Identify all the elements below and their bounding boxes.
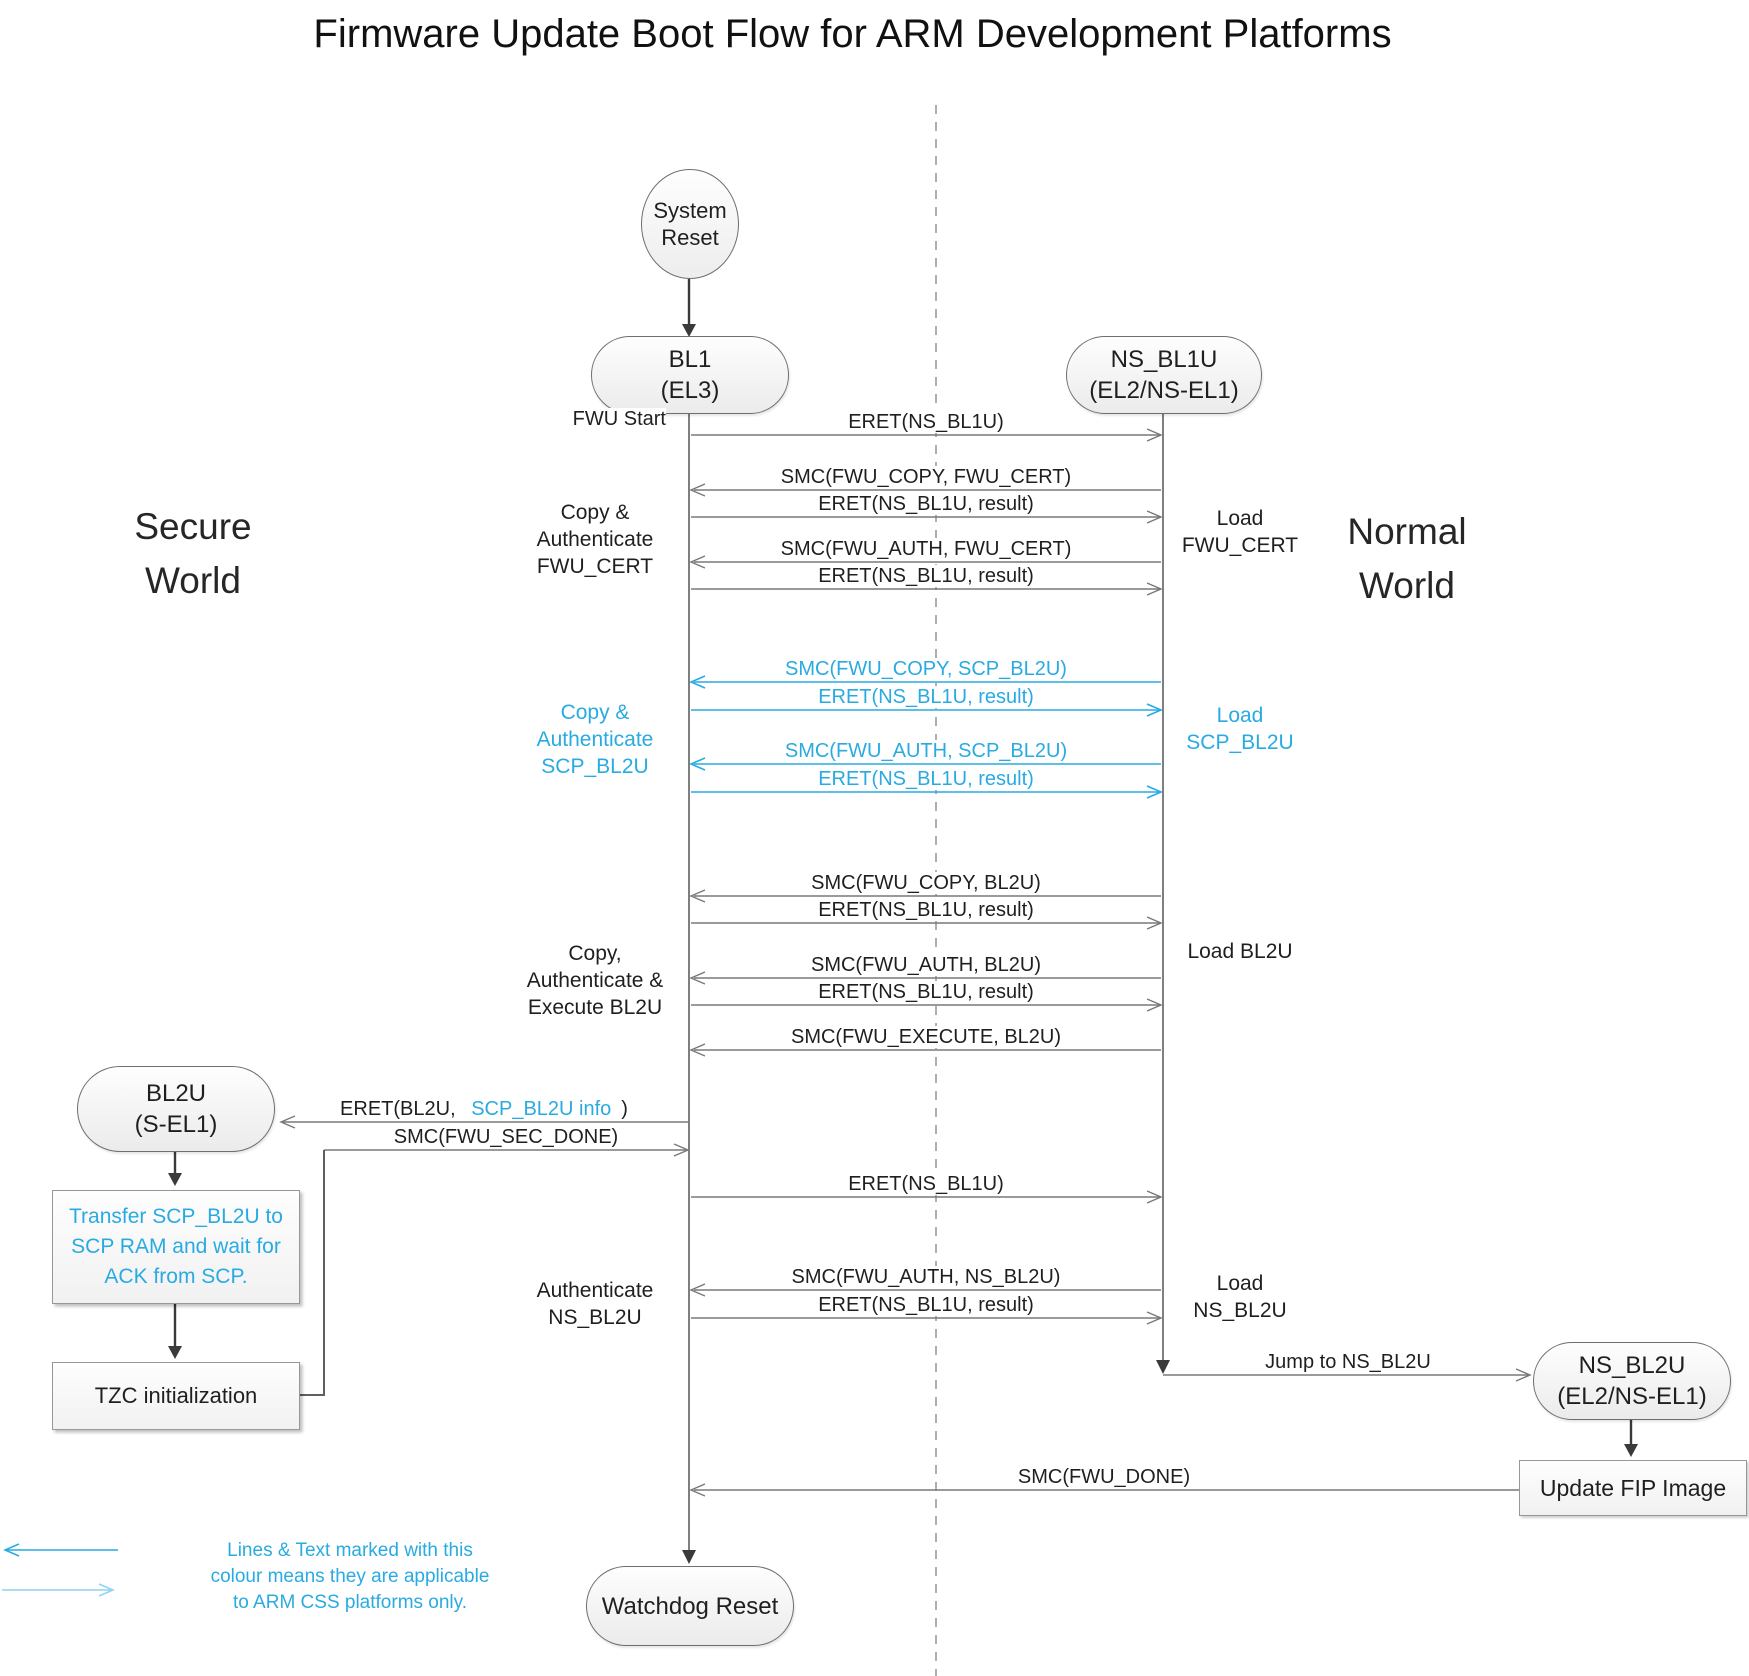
- msg-smc-fwu-done: SMC(FWU_DONE): [904, 1466, 1304, 1490]
- secure-world-label: Secure World: [134, 506, 252, 601]
- arrow-eret-bl2u-info: [279, 1115, 689, 1129]
- arrow-smc-auth-scp-bl2u: [688, 757, 1161, 771]
- arrow-eret-ns-bl1u-2: [691, 1190, 1163, 1204]
- update-fip-image-box: Update FIP Image: [1519, 1460, 1747, 1516]
- msg-smc-auth-ns-bl2u: SMC(FWU_AUTH, NS_BL2U): [726, 1266, 1126, 1290]
- arrow-smc-auth-bl2u: [689, 971, 1161, 985]
- side-load-ns-bl2u: Load NS_BL2U: [1193, 1272, 1287, 1322]
- msg-eret-result-3: ERET(NS_BL1U, result): [726, 686, 1126, 710]
- arrow-eret-result-7: [691, 1311, 1163, 1325]
- msg-eret-ns-bl1u-1: ERET(NS_BL1U): [726, 411, 1126, 435]
- transfer-scp-bl2u-box: Transfer SCP_BL2U to SCP RAM and wait fo…: [52, 1190, 300, 1304]
- bl1-lifeline-end-arrowhead: [682, 1550, 696, 1564]
- msg-eret-result-6: ERET(NS_BL1U, result): [726, 981, 1126, 1005]
- msg-eret-result-5: ERET(NS_BL1U, result): [726, 899, 1126, 923]
- arrow-smc-auth-ns-bl2u: [689, 1283, 1161, 1297]
- diagram-title: Firmware Update Boot Flow for ARM Develo…: [313, 12, 1392, 56]
- arrow-ns-bl2u-to-update-fip: [1624, 1418, 1638, 1457]
- bl1-node: BL1 (EL3): [591, 336, 789, 414]
- arrow-eret-ns-bl1u-1: [691, 428, 1163, 442]
- msg-eret-result-1: ERET(NS_BL1U, result): [726, 493, 1126, 517]
- msg-smc-auth-fwu-cert: SMC(FWU_AUTH, FWU_CERT): [726, 538, 1126, 562]
- arrow-bl2u-to-transfer: [168, 1150, 182, 1186]
- ns-bl2u-node: NS_BL2U (EL2/NS-EL1): [1533, 1342, 1731, 1420]
- legend-text: Lines & Text marked with this colour mea…: [210, 1540, 490, 1613]
- msg-jump-to-ns-bl2u: Jump to NS_BL2U: [1173, 1351, 1523, 1375]
- msg-smc-auth-scp-bl2u: SMC(FWU_AUTH, SCP_BL2U): [726, 740, 1126, 764]
- tzc-initialization-box: TZC initialization: [52, 1362, 300, 1430]
- tzc-to-smc-elbow-connector: [298, 1150, 325, 1396]
- msg-eret-result-7: ERET(NS_BL1U, result): [726, 1294, 1126, 1318]
- watchdog-reset-node: Watchdog Reset: [586, 1566, 794, 1646]
- side-load-fwu-cert: Load FWU_CERT: [1181, 507, 1299, 557]
- arrow-eret-result-6: [691, 998, 1163, 1012]
- system-reset-node: System Reset: [641, 169, 739, 279]
- legend-right-arrow: [2, 1583, 115, 1597]
- arrow-eret-result-4: [691, 785, 1164, 799]
- msg-smc-auth-bl2u: SMC(FWU_AUTH, BL2U): [726, 954, 1126, 978]
- ns-bl1u-node: NS_BL1U (EL2/NS-EL1): [1066, 336, 1262, 414]
- arrow-smc-auth-fwu-cert: [689, 555, 1161, 569]
- bl2u-node: BL2U (S-EL1): [77, 1066, 275, 1152]
- msg-eret-ns-bl1u-2: ERET(NS_BL1U): [726, 1173, 1126, 1197]
- ns-bl1u-lifeline-end-arrowhead: [1156, 1360, 1170, 1374]
- normal-world-label: Normal World: [1347, 511, 1467, 606]
- arrow-smc-execute-bl2u: [689, 1043, 1161, 1057]
- arrow-smc-fwu-done: [689, 1483, 1519, 1497]
- arrow-smc-sec-done: [324, 1143, 690, 1157]
- msg-smc-copy-scp-bl2u: SMC(FWU_COPY, SCP_BL2U): [726, 658, 1126, 682]
- side-copy-auth-exec-bl2u: Copy, Authenticate & Execute BL2U: [526, 942, 664, 1019]
- arrow-smc-copy-scp-bl2u: [688, 675, 1161, 689]
- arrow-smc-copy-fwu-cert: [689, 483, 1161, 497]
- msg-smc-copy-bl2u: SMC(FWU_COPY, BL2U): [726, 872, 1126, 896]
- side-load-scp-bl2u: Load SCP_BL2U: [1186, 704, 1294, 754]
- arrow-jump-to-ns-bl2u: [1163, 1368, 1532, 1382]
- side-authenticate-ns-bl2u: Authenticate NS_BL2U: [536, 1279, 654, 1329]
- arrow-smc-copy-bl2u: [689, 889, 1161, 903]
- msg-smc-sec-done: SMC(FWU_SEC_DONE): [306, 1126, 706, 1150]
- legend-left-arrow: [3, 1543, 118, 1557]
- arrow-system-reset-to-bl1: [682, 277, 696, 337]
- msg-smc-execute-bl2u: SMC(FWU_EXECUTE, BL2U): [726, 1026, 1126, 1050]
- arrow-transfer-to-tzc: [168, 1302, 182, 1359]
- arrow-eret-result-2: [691, 582, 1163, 596]
- msg-eret-result-4: ERET(NS_BL1U, result): [726, 768, 1126, 792]
- msg-smc-copy-fwu-cert: SMC(FWU_COPY, FWU_CERT): [726, 466, 1126, 490]
- arrow-eret-result-3: [691, 703, 1164, 717]
- fwu-start-label: FWU Start: [572, 408, 666, 430]
- arrow-eret-result-1: [691, 510, 1163, 524]
- msg-eret-bl2u-info: ERET(BL2U, SCP_BL2U info): [284, 1098, 684, 1122]
- side-copy-auth-scp-bl2u: Copy & Authenticate SCP_BL2U: [536, 701, 654, 778]
- msg-eret-result-2: ERET(NS_BL1U, result): [726, 565, 1126, 589]
- side-copy-auth-fwu-cert: Copy & Authenticate FWU_CERT: [536, 501, 654, 578]
- side-load-bl2u: Load BL2U: [1187, 940, 1293, 963]
- arrow-eret-result-5: [691, 916, 1163, 930]
